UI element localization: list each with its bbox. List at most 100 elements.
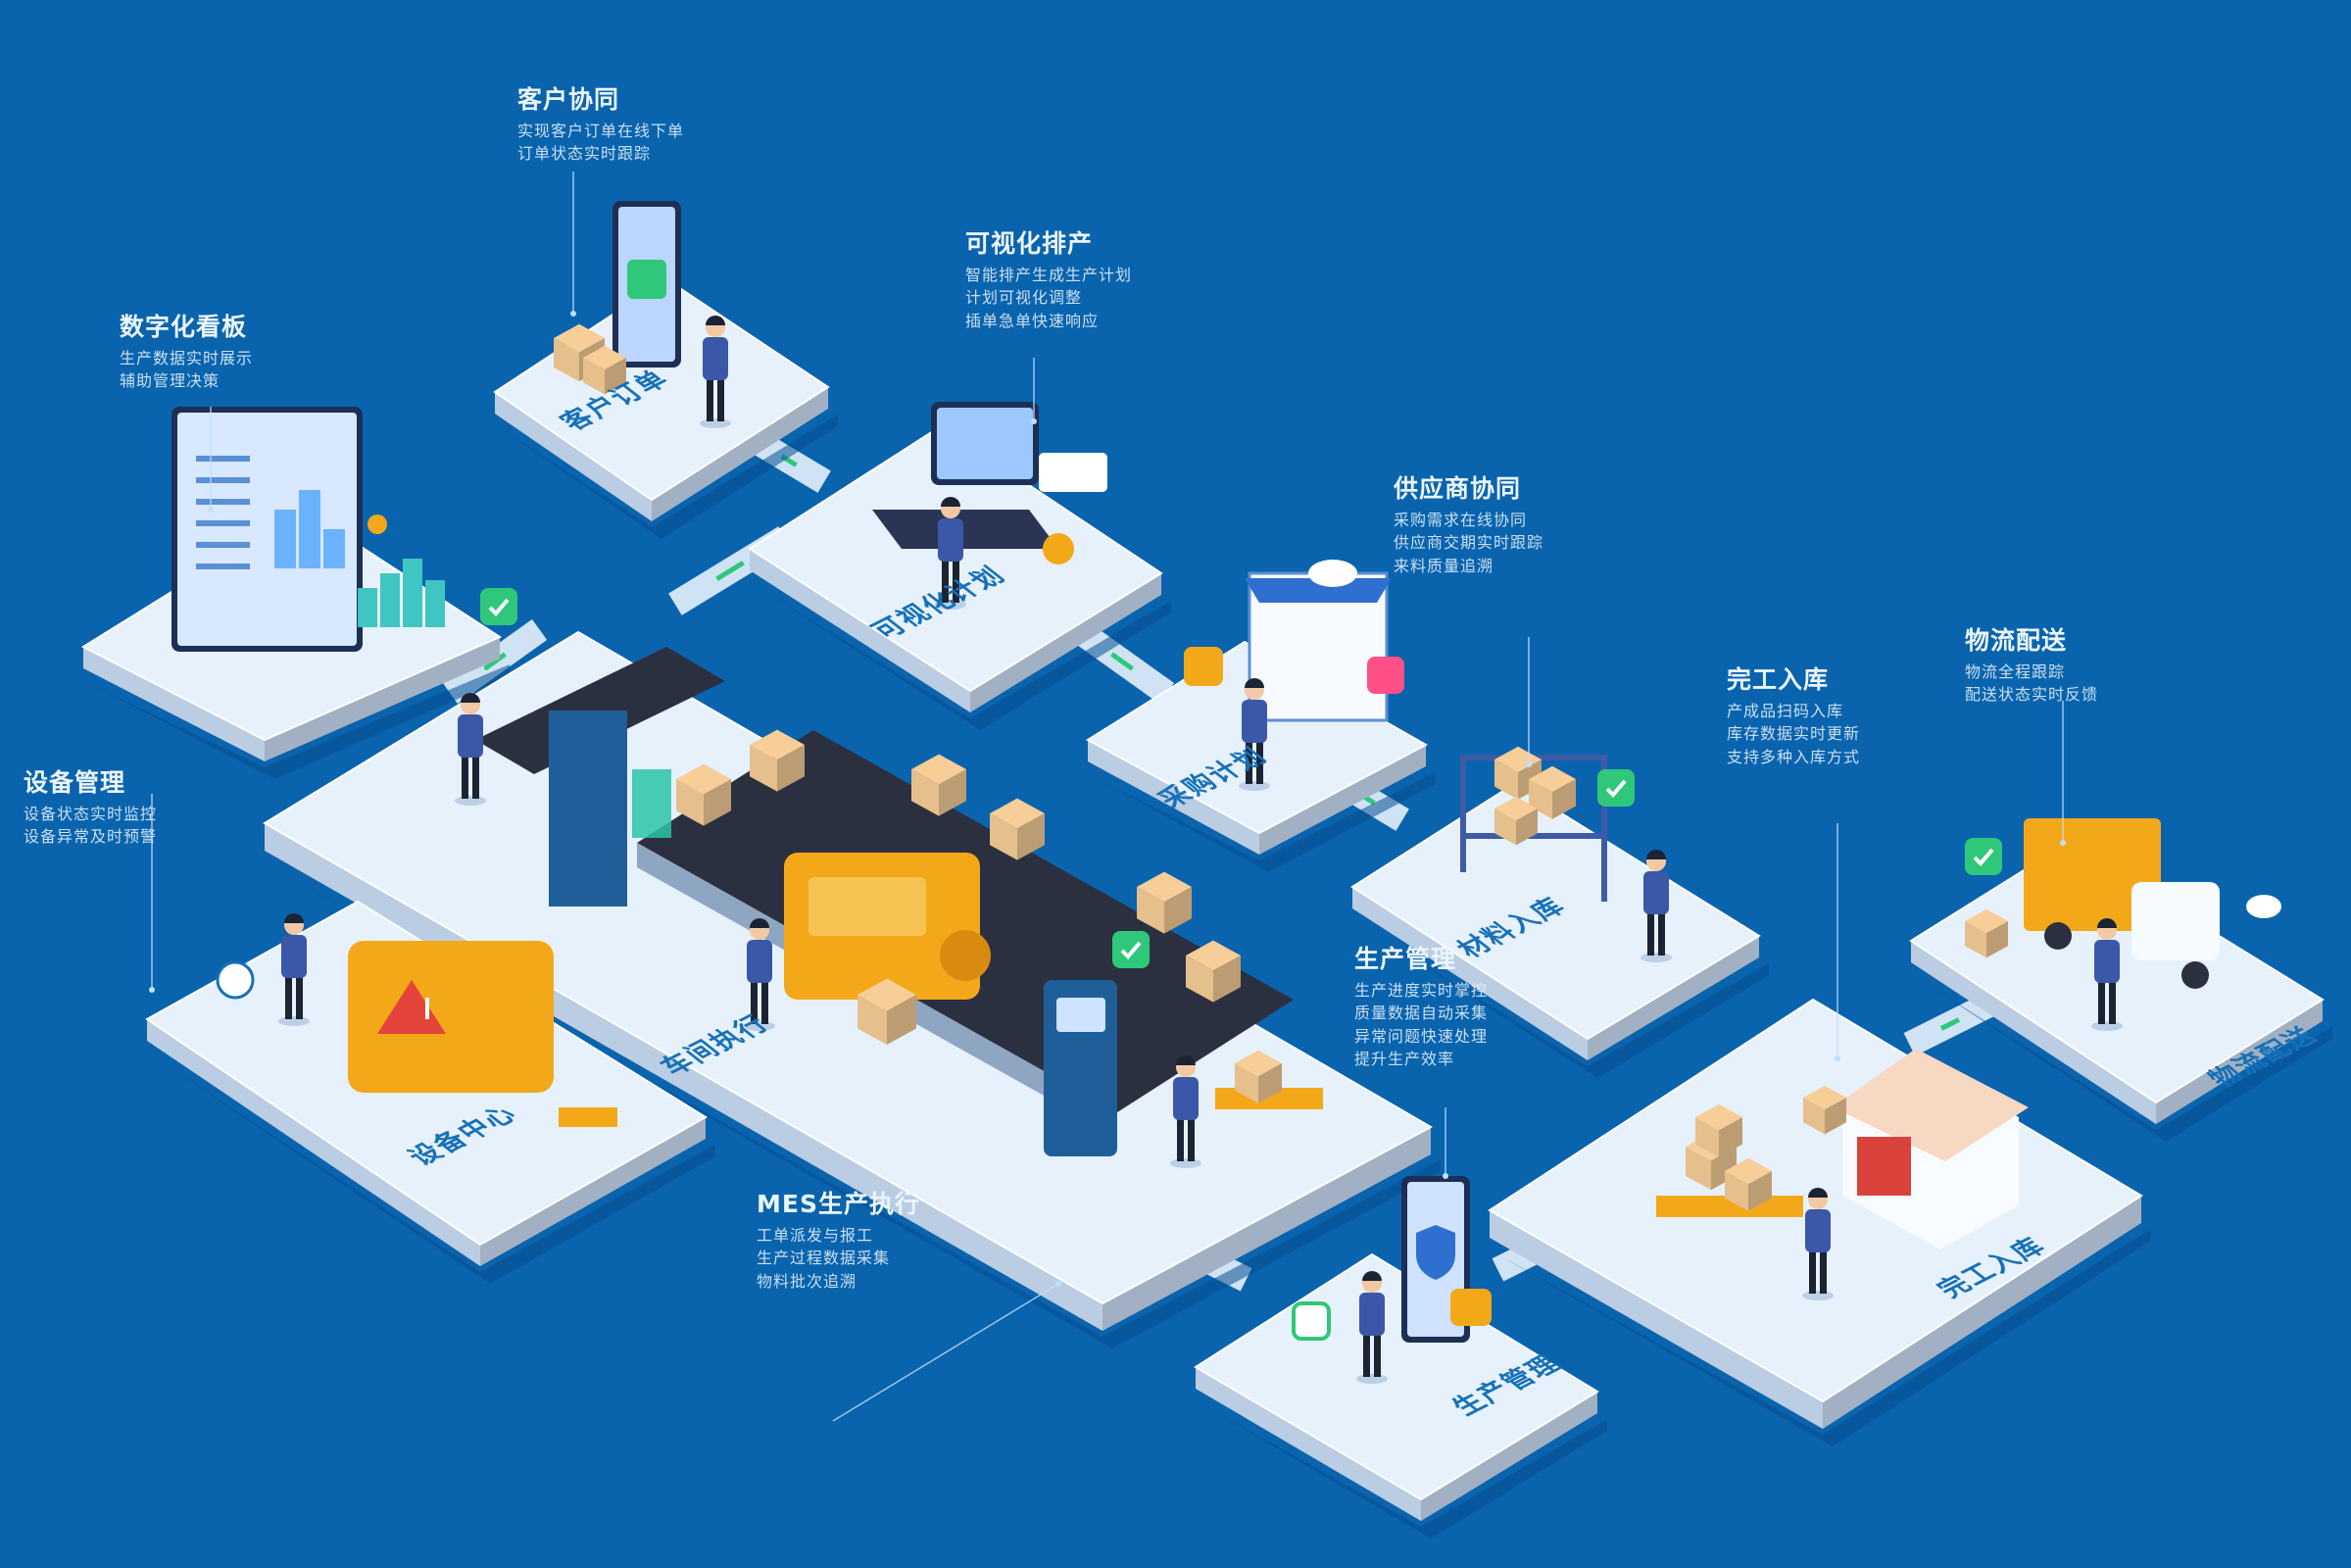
platform-material-in-side-left	[1352, 887, 1588, 1060]
callout-title: 数字化看板	[120, 313, 248, 341]
platform-dashboard-side-left	[83, 647, 265, 761]
callout-line: 配送状态实时反馈	[1965, 685, 2099, 705]
alert-triangle-icon	[377, 980, 446, 1034]
dashboard-bar	[323, 529, 345, 568]
callout-mes-execution: MES生产执行 工单派发与报工 生产过程数据采集 物料批次追溯	[757, 1190, 920, 1296]
callout-line: 生产进度实时掌控	[1354, 980, 1489, 1000]
platform-product-in-side-right	[1823, 1196, 2141, 1429]
monitor-visual-plan	[931, 402, 1039, 485]
dashboard-bar	[299, 490, 320, 568]
callout-title: 可视化排产	[965, 229, 1094, 258]
connector-plan-purchase-accent	[1110, 652, 1134, 671]
worker-line-1-hair	[461, 693, 480, 703]
leader-finished-dot	[1835, 1055, 1840, 1061]
box-customer-1-left	[554, 338, 579, 382]
worker-visual-plan-torso	[938, 518, 963, 562]
callout-line: 设备异常及时预警	[24, 827, 158, 847]
worker-line-2	[744, 918, 775, 1031]
popup-card	[1039, 453, 1107, 492]
box-shelf-3-left	[1494, 808, 1516, 846]
chat-icon	[1450, 1289, 1492, 1326]
badge-material-bg	[1597, 769, 1635, 807]
shelf-post-left	[1460, 755, 1466, 872]
scanner-gate	[549, 710, 627, 906]
box-shelf-3-right	[1516, 808, 1538, 846]
platform-customer-order-side-right	[652, 387, 828, 521]
badge-line-bg	[1112, 931, 1150, 968]
callout-title: 物流配送	[1965, 626, 2068, 655]
worker-quality-torso	[1359, 1293, 1385, 1336]
badge-logistics	[1965, 838, 2002, 875]
worker-material-leg-left	[1647, 910, 1654, 956]
box-customer-2-top	[583, 345, 626, 370]
callout-line: 设备状态实时监控	[24, 804, 158, 823]
worker-logistics-torso	[2094, 940, 2120, 983]
badge-material-mark	[1605, 779, 1627, 798]
callout-logistics: 物流配送 物流全程跟踪 配送状态实时反馈	[1965, 626, 2099, 710]
worker-line-3-torso	[1173, 1077, 1199, 1120]
callout-line: 异常问题快速处理	[1354, 1026, 1489, 1046]
terminal-screen	[1056, 998, 1105, 1032]
platform-customer-order	[493, 277, 838, 539]
dashboard-3d-bar	[358, 588, 377, 627]
worker-line-1-shadow	[455, 796, 486, 806]
callout-title: 完工入库	[1727, 665, 1830, 694]
box-logistics-left	[1965, 921, 1986, 958]
callout-title: 供应商协同	[1394, 474, 1522, 503]
callout-equipment-mgmt: 设备管理 设备状态实时监控 设备异常及时预警	[24, 768, 158, 852]
equipment-cart	[559, 1107, 617, 1127]
worker-line-1-leg-right	[472, 754, 479, 799]
box-line-5	[1137, 871, 1192, 934]
worker-product	[1802, 1188, 1834, 1300]
callout-line: 工单派发与报工	[757, 1225, 874, 1245]
box-shelf-1-left	[1494, 760, 1518, 800]
worker-equipment-shadow	[278, 1016, 310, 1026]
worker-customer-shadow	[700, 418, 731, 428]
box-customer-2	[583, 345, 626, 395]
worker-equipment-leg-right	[296, 974, 303, 1019]
worker-visual-plan-leg-right	[953, 558, 959, 603]
box-machine-right	[887, 995, 916, 1045]
worker-line-3	[1170, 1055, 1201, 1168]
worker-visual-plan-hair	[941, 497, 960, 507]
worker-logistics	[2091, 918, 2123, 1031]
platform-logistics-side-left	[1911, 941, 2156, 1124]
callout-production-mgmt: 生产管理 生产进度实时掌控 质量数据自动采集 异常问题快速处理 提升生产效率	[1354, 945, 1489, 1073]
callout-line: 计划可视化调整	[965, 288, 1083, 308]
dashboard-list-line	[196, 542, 250, 548]
worker-line-2-leg-right	[761, 979, 768, 1024]
shield-icon	[1416, 1225, 1455, 1280]
callout-line: 物料批次追溯	[757, 1271, 857, 1291]
worker-product-hair	[1808, 1188, 1828, 1198]
connector-product-logistics-accent	[1939, 1017, 1961, 1031]
box-product-3-left	[1695, 1117, 1719, 1157]
platform-quality-side-left	[1196, 1367, 1421, 1521]
box-shelf-2	[1529, 765, 1576, 819]
worker-product-leg-left	[1809, 1249, 1816, 1294]
worker-logistics-leg-left	[2098, 979, 2105, 1024]
worker-visual-plan-leg-left	[942, 558, 949, 603]
platform-logistics-shadow	[1921, 980, 2332, 1142]
dashboard-3d-bar	[425, 580, 445, 627]
box-machine	[857, 978, 916, 1045]
worker-quality-leg-right	[1374, 1332, 1381, 1377]
callout-title: 设备管理	[24, 768, 126, 797]
callout-digital-board: 数字化看板 生产数据实时展示 辅助管理决策	[120, 313, 253, 396]
callout-line: 支持多种入库方式	[1727, 747, 1861, 766]
platform-main-line-side-right	[1102, 1127, 1431, 1331]
callout-title: MES生产执行	[757, 1190, 920, 1218]
worker-line-1-leg-left	[462, 754, 468, 799]
box-cart-left	[1235, 1063, 1258, 1103]
callout-line: 物流全程跟踪	[1965, 662, 2066, 681]
callout-visual-scheduling: 可视化排产 智能排产生成生产计划 计划可视化调整 插单急单快速响应	[965, 229, 1132, 335]
box-customer-2-left	[583, 358, 605, 395]
worker-equipment-torso	[281, 935, 307, 978]
worker-customer	[700, 316, 731, 428]
worker-line-1	[455, 693, 486, 806]
box-line-4	[990, 798, 1045, 860]
heart-icon	[1367, 657, 1404, 694]
platform-customer-order-shadow	[505, 415, 838, 539]
badge-line	[1112, 931, 1150, 968]
box-line-1-left	[676, 779, 704, 826]
